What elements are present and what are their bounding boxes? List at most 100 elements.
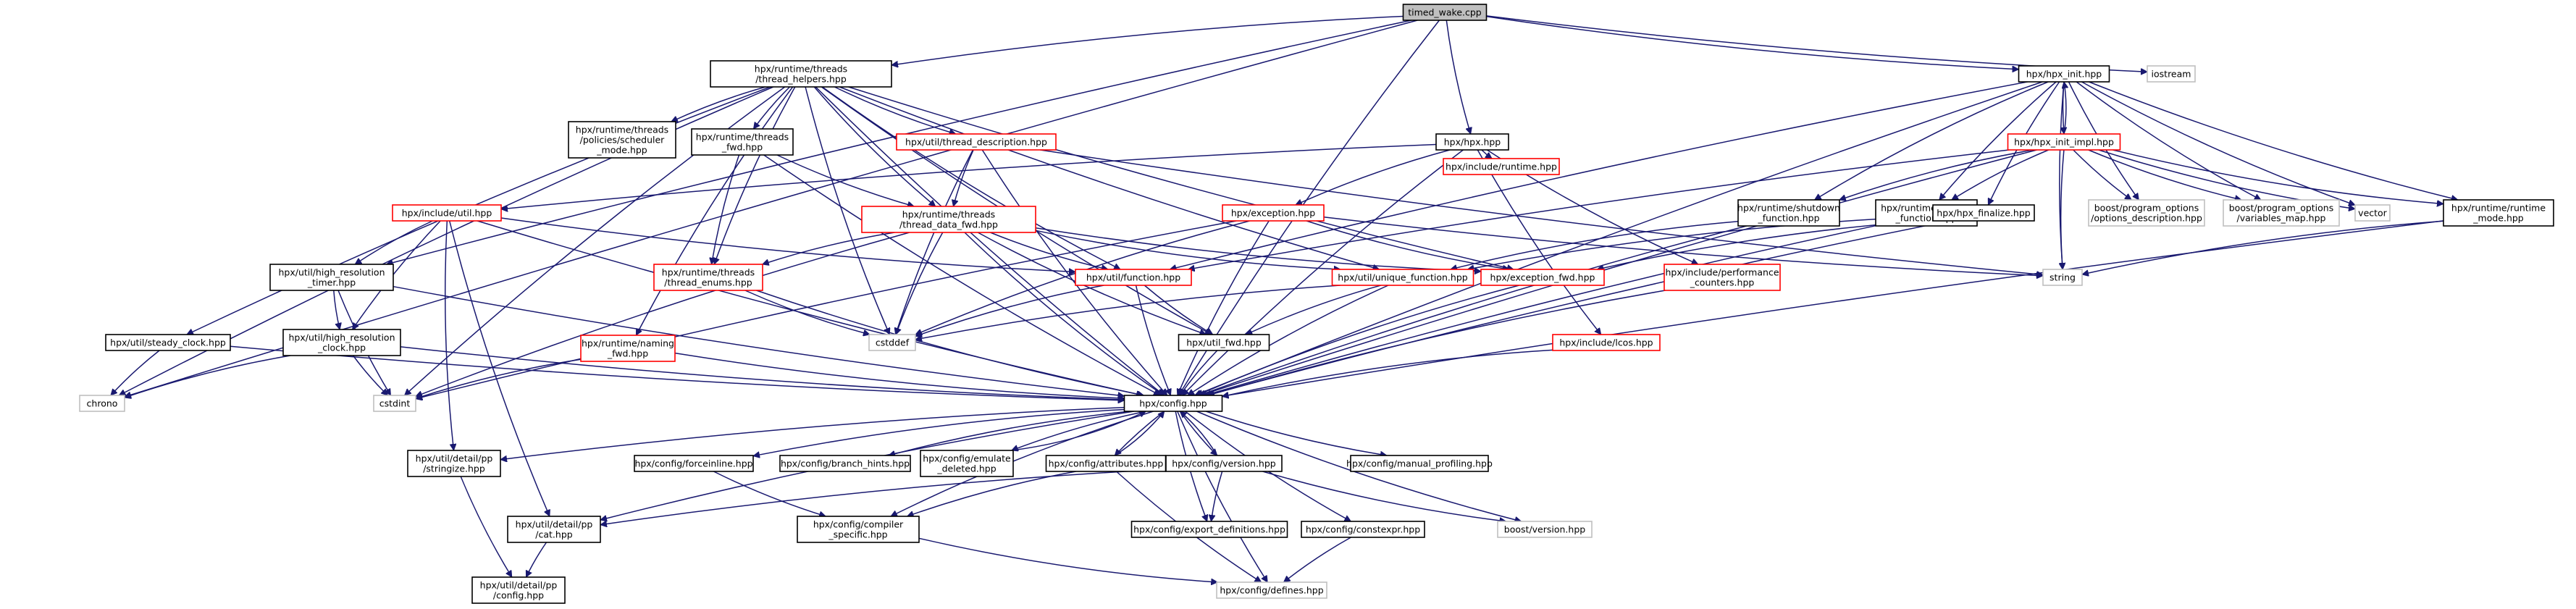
node-label-line: hpx/runtime/threads <box>662 267 755 278</box>
edge-steady_clock-to-chrono <box>111 350 160 395</box>
edge-high_resolution_timer-to-config <box>393 285 1125 396</box>
node-hpx_init_impl[interactable]: hpx/hpx_init_impl.hpp <box>2007 133 2121 151</box>
edge-thread_helpers-to-thread_description <box>834 86 955 134</box>
edge-hpx_init_impl-to-startup_function <box>1952 149 2049 201</box>
node-label-line: hpx/runtime/threads <box>696 132 789 143</box>
node-attributes[interactable]: hpx/config/attributes.hpp <box>1045 455 1167 472</box>
node-pp_config[interactable]: hpx/util/detail/pp/config.hpp <box>471 576 566 604</box>
nodes-layer: timed_wake.cpp hpx/runtime/threads/thread… <box>79 4 2554 604</box>
node-box <box>634 455 754 472</box>
edge-exception-to-string <box>1323 216 2043 276</box>
edge-hpx_init-to-util_function <box>1170 81 2028 269</box>
edge-include_lcos-to-config <box>1222 349 1553 396</box>
node-forceinline[interactable]: hpx/config/forceinline.hpp <box>634 455 754 472</box>
node-config[interactable]: hpx/config.hpp <box>1123 395 1223 412</box>
edge-hpx_finalize-to-config <box>1207 220 1950 395</box>
node-box <box>896 133 1057 151</box>
node-box <box>1075 269 1192 286</box>
edge-config-to-forceinline <box>753 408 1125 456</box>
node-steady_clock[interactable]: hpx/util/steady_clock.hpp <box>105 334 231 351</box>
node-box <box>568 121 676 159</box>
node-manual_profiling[interactable]: hpx/config/manual_profiling.hpp <box>1346 455 1493 472</box>
edge-config-to-emulate_deleted <box>1012 411 1146 450</box>
node-util_function[interactable]: hpx/util/function.hpp <box>1075 269 1192 286</box>
node-boost_version: boost/version.hpp <box>1497 521 1593 538</box>
node-scheduler_mode[interactable]: hpx/runtime/threads/policies/scheduler_m… <box>568 121 676 159</box>
node-include_util[interactable]: hpx/include/util.hpp <box>392 204 502 222</box>
node-label-line: hpx/runtime/threads <box>755 64 847 75</box>
node-hpx_finalize[interactable]: hpx/hpx_finalize.hpp <box>1932 204 2035 222</box>
node-thread_enums[interactable]: hpx/runtime/threads/thread_enums.hpp <box>653 264 763 291</box>
edge-hpx_init_impl-to-runtime_mode <box>2113 149 2443 204</box>
node-constexpr[interactable]: hpx/config/constexpr.hpp <box>1301 521 1425 538</box>
node-label-line: hpx/hpx_init.hpp <box>2026 69 2102 80</box>
edge-include_util-to-high_resolution_timer <box>355 220 433 265</box>
node-exception[interactable]: hpx/exception.hpp <box>1222 204 1325 222</box>
edge-version-to-boost_version <box>1262 471 1506 521</box>
edge-thread_helpers-to-threads_fwd <box>752 86 791 129</box>
node-box <box>1350 455 1489 472</box>
node-thread_data_fwd[interactable]: hpx/runtime/threads/thread_data_fwd.hpp <box>861 206 1036 233</box>
edge-performance_counters-to-config <box>1208 290 1666 395</box>
node-cstdint: cstdint <box>373 395 416 412</box>
node-box <box>1216 581 1327 599</box>
node-high_resolution_timer[interactable]: hpx/util/high_resolution_timer.hpp <box>269 264 394 291</box>
node-high_resolution_clock[interactable]: hpx/util/high_resolution_clock.hpp <box>282 329 401 356</box>
edge-thread_helpers-to-thread_enums <box>714 86 796 264</box>
node-version[interactable]: hpx/config/version.hpp <box>1165 455 1283 472</box>
node-unique_function[interactable]: hpx/util/unique_function.hpp <box>1331 269 1474 286</box>
edge-threads_fwd-to-thread_enums <box>712 154 740 264</box>
edge-emulate_deleted-to-config <box>1011 411 1146 451</box>
edge-include_util-to-stringize <box>444 220 454 450</box>
edge-unique_function-to-config <box>1188 285 1389 396</box>
node-runtime_mode[interactable]: hpx/runtime/runtime_mode.hpp <box>2443 199 2554 227</box>
node-box <box>2018 65 2110 83</box>
node-box <box>861 206 1036 233</box>
edge-thread_helpers-to-util_function <box>821 86 1120 270</box>
node-include_runtime[interactable]: hpx/include/runtime.hpp <box>1443 158 1560 175</box>
node-label-line: hpx/config/export_definitions.hpp <box>1133 524 1285 535</box>
edge-thread_enums-to-config <box>756 290 1144 395</box>
node-emulate_deleted[interactable]: hpx/config/emulate_deleted.hpp <box>920 450 1014 477</box>
edge-thread_data_fwd-to-cstddef <box>896 232 944 335</box>
edge-hpx_init-to-shutdown_function <box>1815 81 2049 201</box>
node-thread_helpers[interactable]: hpx/runtime/threads/thread_helpers.hpp <box>710 60 892 88</box>
edge-shutdown_function-to-unique_function <box>1451 220 1739 269</box>
edge-hpx_init-to-po_variables_map <box>2076 81 2261 201</box>
edge-hpx_hpp-to-config <box>1183 149 1464 395</box>
node-include_lcos[interactable]: hpx/include/lcos.hpp <box>1552 334 1661 351</box>
node-util_fwd[interactable]: hpx/util_fwd.hpp <box>1178 334 1270 351</box>
node-box <box>2443 199 2554 227</box>
node-shutdown_function[interactable]: hpx/runtime/shutdown_function.hpp <box>1737 199 1840 227</box>
node-box <box>1443 158 1560 175</box>
node-performance_counters[interactable]: hpx/include/performance_counters.hpp <box>1664 264 1781 291</box>
node-label-line: vector <box>2358 208 2388 219</box>
edge-timed_wake-to-iostream <box>1486 15 2148 72</box>
node-export_definitions[interactable]: hpx/config/export_definitions.hpp <box>1130 521 1288 538</box>
edge-thread_helpers-to-thread_data_fwd <box>813 86 935 206</box>
edge-util_fwd-to-config <box>1179 350 1218 395</box>
edge-hpx_init_impl-to-string <box>2061 149 2064 269</box>
edge-hpx_hpp-to-include_runtime <box>1481 149 1492 159</box>
edge-hpx_init-to-vector <box>2081 81 2355 205</box>
node-label-line: _mode.hpp <box>596 145 647 156</box>
node-box <box>797 516 920 543</box>
node-stringize[interactable]: hpx/util/detail/pp/stringize.hpp <box>407 450 501 477</box>
node-hpx_init[interactable]: hpx/hpx_init.hpp <box>2018 65 2110 83</box>
edge-util_function-to-cstddef <box>915 285 1104 336</box>
edge-thread_data_fwd-to-unique_function <box>1035 230 1341 269</box>
node-string: string <box>2042 269 2083 286</box>
edge-timed_wake-to-hpx_hpp <box>1446 20 1470 134</box>
node-exception_fwd[interactable]: hpx/exception_fwd.hpp <box>1480 269 1605 286</box>
edge-naming_fwd-to-cstdint <box>416 358 582 398</box>
node-compiler_specific[interactable]: hpx/config/compiler_specific.hpp <box>797 516 920 543</box>
node-label-line: hpx/runtime/threads <box>576 125 668 135</box>
node-naming_fwd[interactable]: hpx/runtime/naming_fwd.hpp <box>580 335 676 362</box>
node-hpx_hpp[interactable]: hpx/hpx.hpp <box>1435 133 1509 151</box>
node-timed_wake[interactable]: timed_wake.cpp <box>1402 4 1488 21</box>
node-branch_hints[interactable]: hpx/config/branch_hints.hpp <box>779 455 911 472</box>
node-threads_fwd[interactable]: hpx/runtime/threads_fwd.hpp <box>691 128 794 156</box>
node-thread_description[interactable]: hpx/util/thread_description.hpp <box>896 133 1057 151</box>
node-pp_cat[interactable]: hpx/util/detail/pp/cat.hpp <box>507 516 601 543</box>
edge-hpx_hpp-to-include_util <box>501 143 1437 209</box>
